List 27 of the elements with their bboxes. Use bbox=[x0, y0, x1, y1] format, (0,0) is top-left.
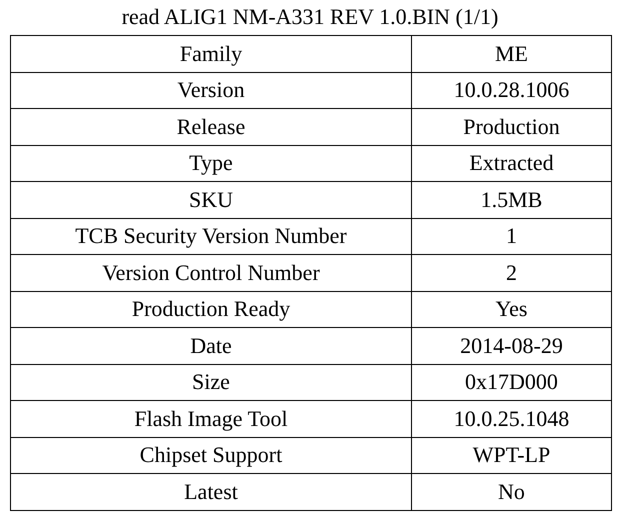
field-value: 10.0.25.1048 bbox=[412, 400, 612, 437]
field-name: Size bbox=[10, 364, 412, 400]
field-name: Version bbox=[10, 72, 412, 108]
field-name: Release bbox=[10, 108, 412, 145]
field-name: Date bbox=[10, 328, 412, 364]
field-name: Type bbox=[10, 145, 412, 182]
field-name: Version Control Number bbox=[10, 254, 412, 291]
field-value: 2 bbox=[412, 254, 612, 291]
field-value: WPT-LP bbox=[412, 437, 612, 474]
field-name: TCB Security Version Number bbox=[10, 218, 412, 254]
field-value: 1.5MB bbox=[412, 182, 612, 218]
field-value: 2014-08-29 bbox=[412, 328, 612, 364]
field-value: 10.0.28.1006 bbox=[412, 72, 612, 108]
table-title: read ALIG1 NM-A331 REV 1.0.BIN (1/1) bbox=[120, 4, 500, 30]
field-name: Latest bbox=[10, 474, 412, 510]
field-value: Yes bbox=[412, 291, 612, 328]
field-name: SKU bbox=[10, 182, 412, 218]
field-value: 0x17D000 bbox=[412, 364, 612, 400]
field-value: No bbox=[412, 474, 612, 510]
field-name: Family bbox=[10, 36, 412, 72]
field-value: Extracted bbox=[412, 145, 612, 182]
field-name: Production Ready bbox=[10, 291, 412, 328]
field-value: Production bbox=[412, 108, 612, 145]
field-name: Flash Image Tool bbox=[10, 400, 412, 437]
field-value: 1 bbox=[412, 218, 612, 254]
field-name: Chipset Support bbox=[10, 437, 412, 474]
field-value: ME bbox=[412, 36, 612, 72]
